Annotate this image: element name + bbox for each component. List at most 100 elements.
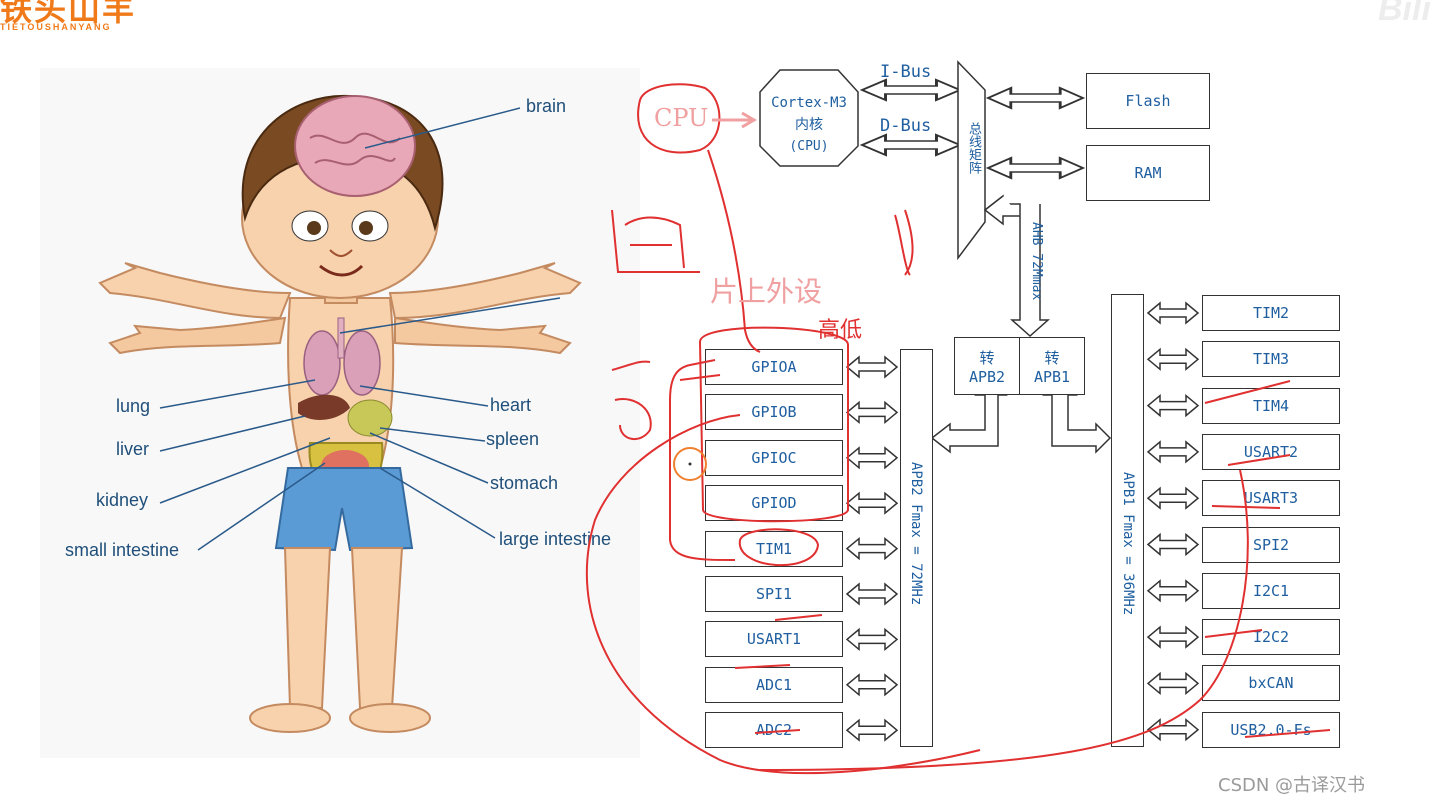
apb2-peripheral-gpiob: GPIOB <box>705 394 843 431</box>
label-spleen: spleen <box>486 429 540 449</box>
apb1-arrow <box>1147 718 1199 741</box>
apb2-peripheral-gpioa: GPIOA <box>705 349 843 385</box>
apb1-peripheral-label: TIM3 <box>1252 350 1290 369</box>
label-large-intestine: large intestine <box>499 529 612 549</box>
apb1-bridge-line2: APB1 <box>1033 367 1071 386</box>
label-brain: brain <box>526 96 567 116</box>
apb1-peripheral-label: USART3 <box>1243 489 1299 508</box>
apb2-peripheral-label: TIM1 <box>755 539 793 558</box>
cpu-annotation: CPU <box>654 104 709 132</box>
high-low-annotation: 高低 <box>818 318 863 343</box>
apb2-peripheral-label: GPIOC <box>751 448 797 467</box>
apb2-peripheral-adc2: ADC2 <box>705 712 843 749</box>
apb2-arrow <box>846 447 898 469</box>
apb1-peripheral-label: TIM4 <box>1252 396 1290 415</box>
apb1-peripheral-i2c1: I2C1 <box>1202 572 1340 609</box>
apb2-arrow <box>846 628 898 651</box>
apb1-peripheral-label: I2C1 <box>1252 581 1290 600</box>
bus-matrix-shape <box>957 60 986 261</box>
flash-label: Flash <box>1125 92 1171 110</box>
apb1-arrow <box>1147 302 1199 324</box>
apb2-peripheral-label: ADC1 <box>755 675 793 694</box>
label-small-intestine: small intestine <box>65 540 180 560</box>
apb2-peripheral-label: GPIOB <box>751 403 797 422</box>
apb1-arrow <box>1147 487 1199 509</box>
apb2-bus-label: APB2 Fmax = 72MHz <box>908 462 924 606</box>
apb2-arrow <box>846 674 898 696</box>
logo: 铁头山羊 TIETOUSHANYANG <box>0 0 136 32</box>
apb1-peripheral-label: USB2.0-Fs <box>1230 720 1312 739</box>
apb1-peripheral-tim4: TIM4 <box>1202 387 1340 424</box>
apb1-arrow <box>1147 580 1199 602</box>
apb1-bus-label: APB1 Fmax = 36MHz <box>1120 472 1136 616</box>
label-heart: heart <box>490 395 532 415</box>
apb2-peripheral-label: GPIOD <box>751 494 797 513</box>
apb2-peripheral-adc1: ADC1 <box>705 666 843 703</box>
apb2-peripheral-label: SPI1 <box>755 585 793 603</box>
apb1-arrow <box>1147 441 1199 463</box>
apb1-peripheral-bxcan: bxCAN <box>1202 665 1340 702</box>
apb2-arrow <box>846 356 898 378</box>
apb2-peripheral-gpioc: GPIOC <box>705 439 843 476</box>
apb1-peripheral-usart3: USART3 <box>1202 480 1340 517</box>
label-liver: liver <box>116 439 150 459</box>
flash-box: Flash <box>1086 73 1210 129</box>
apb2-peripheral-arrows <box>846 356 898 741</box>
cortex-core-name: Cortex-M3 <box>771 95 847 111</box>
body-illustration <box>98 94 582 733</box>
ram-label: RAM <box>1134 164 1162 182</box>
onchip-peripherals-annotation: 片上外设 <box>710 275 823 308</box>
label-kidney: kidney <box>96 490 149 510</box>
apb1-peripheral-label: bxCAN <box>1248 674 1294 693</box>
apb1-peripheral-label: I2C2 <box>1252 628 1290 647</box>
apb1-peripheral-tim3: TIM3 <box>1202 341 1340 378</box>
dbus-label: D-Bus <box>880 116 932 136</box>
logo-english: TIETOUSHANYANG <box>0 22 112 32</box>
apb2-arrow <box>846 401 898 424</box>
apb1-peripheral-usb2-0-fs: USB2.0-Fs <box>1202 711 1340 748</box>
apb1-peripheral-label: SPI2 <box>1252 535 1290 554</box>
apb1-arrow <box>1147 533 1199 556</box>
anatomy-panel: brain lung heart liver spleen kidney sto… <box>40 68 640 758</box>
apb1-arrow <box>1147 348 1199 371</box>
ahb-label: AHB 72Mmax <box>1029 222 1044 301</box>
apb2-arrow <box>846 719 898 741</box>
apb2-peripheral-label: GPIOA <box>751 358 797 376</box>
apb2-peripheral-tim1: TIM1 <box>705 530 843 567</box>
apb2-bridge-line1: 转 <box>979 348 995 367</box>
apb1-arrow <box>1147 672 1199 695</box>
ibus-label: I-Bus <box>880 62 932 82</box>
ram-box: RAM <box>1086 145 1210 201</box>
apb1-bridge-line1: 转 <box>1044 348 1060 367</box>
apb1-bridge: 转 APB1 <box>1019 337 1085 395</box>
apb2-arrow <box>846 492 898 514</box>
label-stomach: stomach <box>490 473 559 493</box>
apb2-arrow <box>846 583 898 605</box>
apb1-peripheral-tim2: TIM2 <box>1202 295 1340 331</box>
apb2-bridge: 转 APB2 <box>954 337 1020 395</box>
label-lung: lung <box>116 396 151 416</box>
apb1-peripheral-i2c2: I2C2 <box>1202 619 1340 656</box>
apb1-peripheral-arrows <box>1147 302 1199 741</box>
apb1-peripheral-spi2: SPI2 <box>1202 526 1340 563</box>
cortex-core-cpu: (CPU) <box>789 139 829 154</box>
apb2-peripheral-gpiod: GPIOD <box>705 485 843 522</box>
bilibili-watermark: Bili <box>1378 0 1431 28</box>
apb2-peripheral-label: USART1 <box>746 630 802 649</box>
apb2-peripheral-label: ADC2 <box>755 721 793 740</box>
apb2-peripheral-usart1: USART1 <box>705 621 843 658</box>
apb1-peripheral-label: USART2 <box>1243 442 1299 461</box>
cortex-core-sub: 内核 <box>795 117 823 133</box>
apb2-bridge-line2: APB2 <box>968 367 1006 386</box>
bus-matrix-label: 总线矩阵 <box>966 122 981 174</box>
apb1-arrow <box>1147 394 1199 417</box>
csdn-watermark: CSDN @古译汉书 <box>1218 775 1366 796</box>
logo-chinese: 铁头山羊 <box>0 0 137 27</box>
apb1-peripheral-usart2: USART2 <box>1202 433 1340 470</box>
apb1-peripheral-label: TIM2 <box>1252 304 1290 322</box>
apb2-peripheral-spi1: SPI1 <box>705 576 843 612</box>
apb1-arrow <box>1147 626 1199 648</box>
apb2-arrow <box>846 537 898 560</box>
